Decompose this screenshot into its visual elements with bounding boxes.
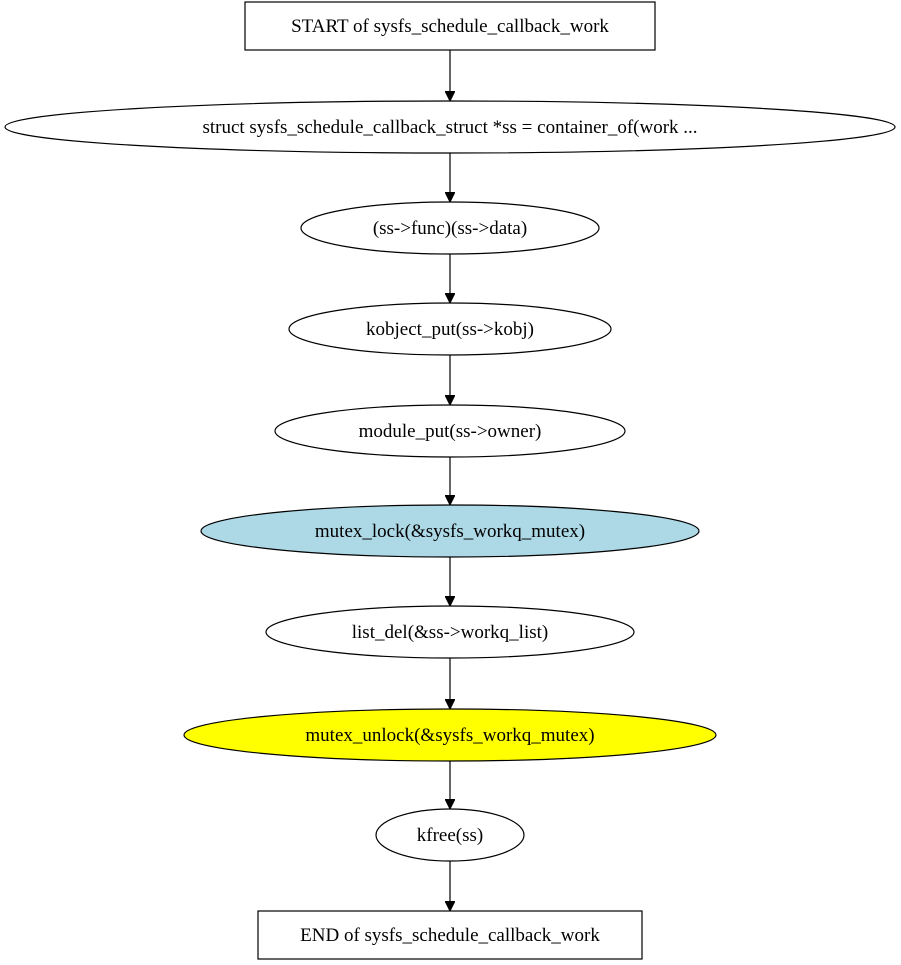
node-label-n7: mutex_unlock(&sysfs_workq_mutex)	[305, 725, 594, 746]
node-shape-start	[244, 1, 656, 51]
node-n4: module_put(ss->owner)	[274, 404, 626, 458]
node-shape-n2	[300, 201, 600, 255]
node-label-n3: kobject_put(ss->kobj)	[366, 319, 534, 340]
node-end: END of sysfs_schedule_callback_work	[257, 910, 643, 960]
node-label-n8: kfree(ss)	[417, 825, 483, 846]
node-n3: kobject_put(ss->kobj)	[288, 302, 612, 356]
node-n6: list_del(&ss->workq_list)	[265, 605, 635, 659]
node-shape-end	[257, 910, 643, 960]
nodes: START of sysfs_schedule_callback_workstr…	[4, 1, 896, 960]
node-start: START of sysfs_schedule_callback_work	[244, 1, 656, 51]
node-n1: struct sysfs_schedule_callback_struct *s…	[4, 100, 896, 154]
node-label-n1: struct sysfs_schedule_callback_struct *s…	[202, 117, 697, 138]
node-label-n4: module_put(ss->owner)	[359, 421, 542, 442]
node-shape-n3	[288, 302, 612, 356]
node-shape-n4	[274, 404, 626, 458]
node-shape-n8	[375, 808, 525, 862]
node-shape-n1	[4, 100, 896, 154]
node-n7: mutex_unlock(&sysfs_workq_mutex)	[183, 708, 717, 762]
node-shape-n5	[200, 504, 700, 558]
node-shape-n6	[265, 605, 635, 659]
node-label-end: END of sysfs_schedule_callback_work	[300, 925, 600, 946]
node-label-n6: list_del(&ss->workq_list)	[352, 622, 549, 643]
node-n2: (ss->func)(ss->data)	[300, 201, 600, 255]
node-n8: kfree(ss)	[375, 808, 525, 862]
node-label-n5: mutex_lock(&sysfs_workq_mutex)	[315, 521, 585, 542]
node-label-start: START of sysfs_schedule_callback_work	[291, 16, 609, 37]
node-n5: mutex_lock(&sysfs_workq_mutex)	[200, 504, 700, 558]
node-shape-n7	[183, 708, 717, 762]
node-label-n2: (ss->func)(ss->data)	[373, 218, 527, 239]
